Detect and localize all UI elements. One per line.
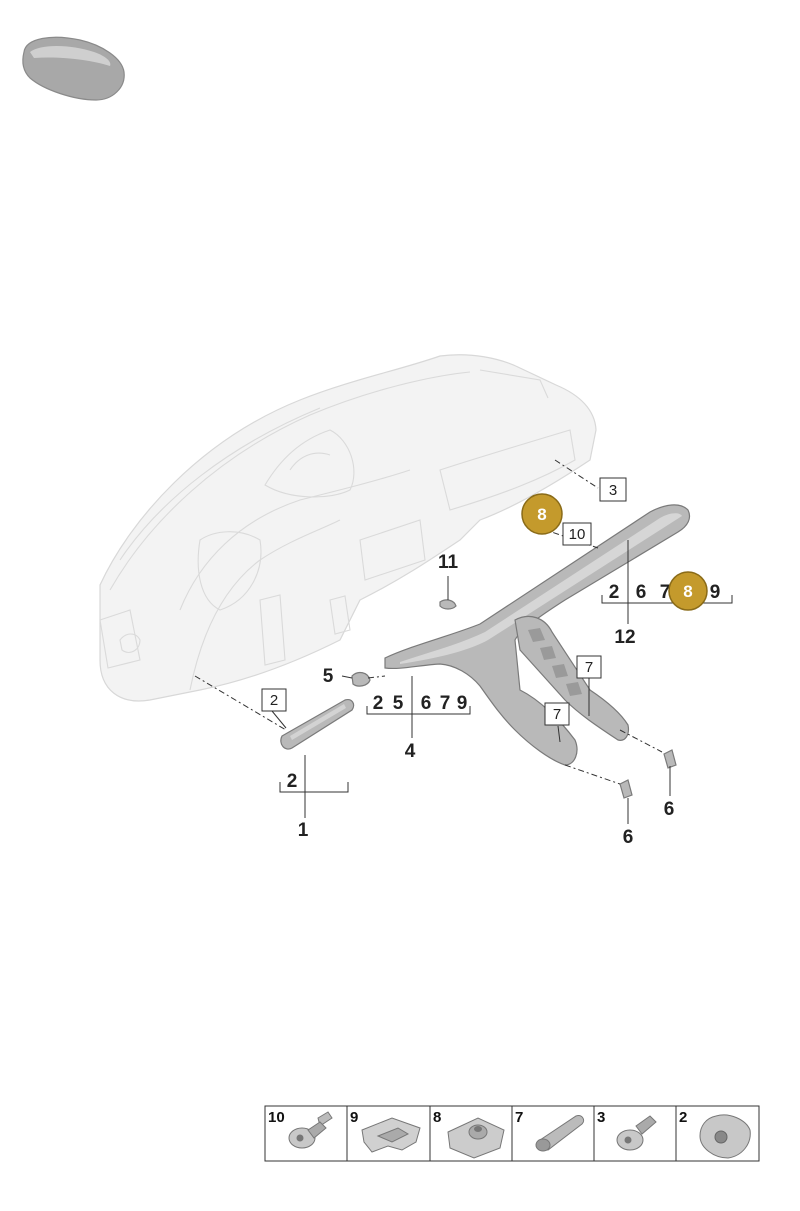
trim-strip-part[interactable] <box>280 699 355 750</box>
callout-12[interactable]: 12 <box>614 627 635 648</box>
car-thumbnail-icon[interactable] <box>22 36 125 101</box>
clip-part-6a[interactable] <box>619 779 633 799</box>
callout-11[interactable]: 11 <box>438 552 459 573</box>
group4-item[interactable]: 5 <box>393 693 404 714</box>
svg-text:7: 7 <box>515 1109 523 1126</box>
hardware-legend: 10 9 8 7 <box>264 1105 760 1162</box>
group4-item[interactable]: 9 <box>457 693 468 714</box>
highlight-badge[interactable]: 8 <box>521 493 563 535</box>
group12-item[interactable]: 6 <box>636 582 647 603</box>
callout-1[interactable]: 1 <box>298 820 309 841</box>
group12-item[interactable]: 9 <box>710 582 721 603</box>
callout-leaders <box>271 540 733 824</box>
clip-part-6b[interactable] <box>663 749 677 769</box>
nut-icon <box>447 1117 505 1159</box>
boxed-callout-10[interactable]: 10 <box>562 522 592 546</box>
svg-text:2: 2 <box>679 1109 687 1126</box>
group-callouts-12: 2 6 7 8 9 <box>609 571 721 611</box>
legend-cell-9[interactable]: 9 <box>350 1109 421 1153</box>
group-callouts-4: 2 5 6 7 9 <box>373 693 468 714</box>
screw-icon <box>288 1111 333 1149</box>
legend-cell-7[interactable]: 7 <box>515 1109 585 1152</box>
legend-cell-10[interactable]: 10 <box>268 1109 333 1149</box>
svg-text:8: 8 <box>683 582 692 601</box>
callout-6a[interactable]: 6 <box>623 827 634 848</box>
svg-text:8: 8 <box>433 1109 441 1126</box>
boxed-callout-2[interactable]: 2 <box>261 688 287 712</box>
svg-text:7: 7 <box>553 706 561 723</box>
callout-2[interactable]: 2 <box>287 771 298 792</box>
group4-item[interactable]: 7 <box>440 693 451 714</box>
svg-text:10: 10 <box>268 1109 285 1126</box>
svg-text:3: 3 <box>609 482 617 499</box>
svg-text:7: 7 <box>585 659 593 676</box>
clip-part-5[interactable] <box>351 671 371 687</box>
svg-text:8: 8 <box>537 505 546 524</box>
dashboard-outline <box>99 354 597 702</box>
clip-part-11[interactable] <box>439 599 457 610</box>
screw-icon <box>616 1115 657 1151</box>
highlight-badge[interactable]: 8 <box>668 571 708 611</box>
boxed-callout-7a[interactable]: 7 <box>576 655 602 679</box>
legend-cell-3[interactable]: 3 <box>597 1109 657 1151</box>
legend-cell-8[interactable]: 8 <box>433 1109 505 1159</box>
callout-6b[interactable]: 6 <box>664 799 675 820</box>
callout-4[interactable]: 4 <box>405 741 416 762</box>
boxed-callout-7b[interactable]: 7 <box>544 702 570 726</box>
group12-item[interactable]: 7 <box>660 582 671 603</box>
boxed-callout-3[interactable]: 3 <box>599 477 627 502</box>
clip-icon <box>361 1117 421 1153</box>
svg-text:9: 9 <box>350 1109 358 1126</box>
group12-item[interactable]: 2 <box>609 582 620 603</box>
group4-item[interactable]: 6 <box>421 693 432 714</box>
legend-cell-2[interactable]: 2 <box>679 1109 751 1159</box>
svg-text:3: 3 <box>597 1109 605 1126</box>
plug-icon <box>535 1115 585 1152</box>
group4-item[interactable]: 2 <box>373 693 384 714</box>
grommet-icon <box>699 1114 751 1159</box>
svg-text:10: 10 <box>569 526 586 543</box>
callout-5[interactable]: 5 <box>323 666 334 687</box>
svg-text:2: 2 <box>270 692 278 709</box>
